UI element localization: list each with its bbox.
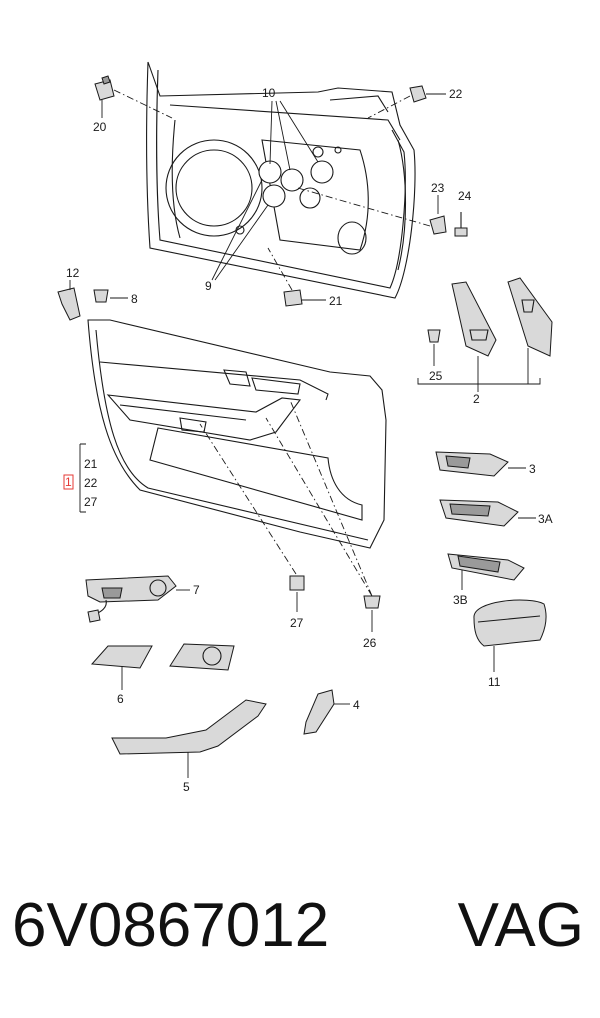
svg-text:21: 21 <box>84 457 98 471</box>
svg-text:12: 12 <box>66 266 80 280</box>
part-8-clip: 8 <box>93 289 138 306</box>
part-21-nut: 21 <box>267 247 343 308</box>
svg-text:4: 4 <box>353 698 360 712</box>
svg-text:21: 21 <box>329 294 343 308</box>
svg-text:22: 22 <box>84 476 98 490</box>
part-20-clip: 20 <box>93 75 173 134</box>
svg-text:2: 2 <box>473 392 480 406</box>
callout-1-group: 1 21 22 27 <box>63 443 98 513</box>
svg-text:1: 1 <box>65 475 72 489</box>
footer: 6V0867012 VAG <box>0 890 600 980</box>
svg-text:24: 24 <box>458 189 472 203</box>
part-7-handle: 7 <box>85 575 200 623</box>
svg-text:10: 10 <box>262 86 276 100</box>
part-12-holder: 12 <box>57 266 81 321</box>
svg-text:3: 3 <box>529 462 536 476</box>
svg-text:3A: 3A <box>538 512 553 526</box>
door-shell <box>146 61 416 299</box>
callout-10: 10 <box>262 86 319 171</box>
svg-text:8: 8 <box>131 292 138 306</box>
svg-text:9: 9 <box>205 279 212 293</box>
part-23-24: 23 24 <box>297 181 472 237</box>
svg-text:6: 6 <box>117 692 124 706</box>
part-5-armrest-trim: 5 <box>111 699 267 794</box>
part-3a-window-switch: 3A <box>439 499 553 527</box>
part-4-handle: 4 <box>303 689 360 735</box>
part-22-clip: 22 <box>367 85 463 119</box>
svg-text:23: 23 <box>431 181 445 195</box>
part-26-screw: 26 <box>265 399 381 650</box>
svg-text:27: 27 <box>84 495 98 509</box>
part-2-mirror-trims: 2 <box>417 277 553 406</box>
svg-text:26: 26 <box>363 636 377 650</box>
svg-text:25: 25 <box>429 369 443 383</box>
door-trim-panel <box>87 319 387 549</box>
part-number: 6V0867012 <box>12 891 330 960</box>
exploded-parts-diagram: 10 9 20 22 23 24 21 <box>57 61 553 794</box>
part-6-covers: 6 <box>90 643 235 706</box>
svg-text:11: 11 <box>488 675 501 689</box>
part-25-clip: 25 <box>427 329 443 383</box>
svg-text:3B: 3B <box>453 593 468 607</box>
svg-text:27: 27 <box>290 616 304 630</box>
part-3-window-switch: 3 <box>435 451 536 477</box>
part-3b-window-switch: 3B <box>447 553 525 607</box>
svg-text:20: 20 <box>93 120 107 134</box>
svg-text:5: 5 <box>183 780 190 794</box>
brand-label: VAG <box>457 891 584 960</box>
callout-9: 9 <box>205 179 269 293</box>
part-11-armrest-pad: 11 <box>473 599 547 689</box>
svg-text:7: 7 <box>193 583 200 597</box>
svg-text:22: 22 <box>449 87 463 101</box>
part-27-clip: 27 <box>199 423 305 630</box>
